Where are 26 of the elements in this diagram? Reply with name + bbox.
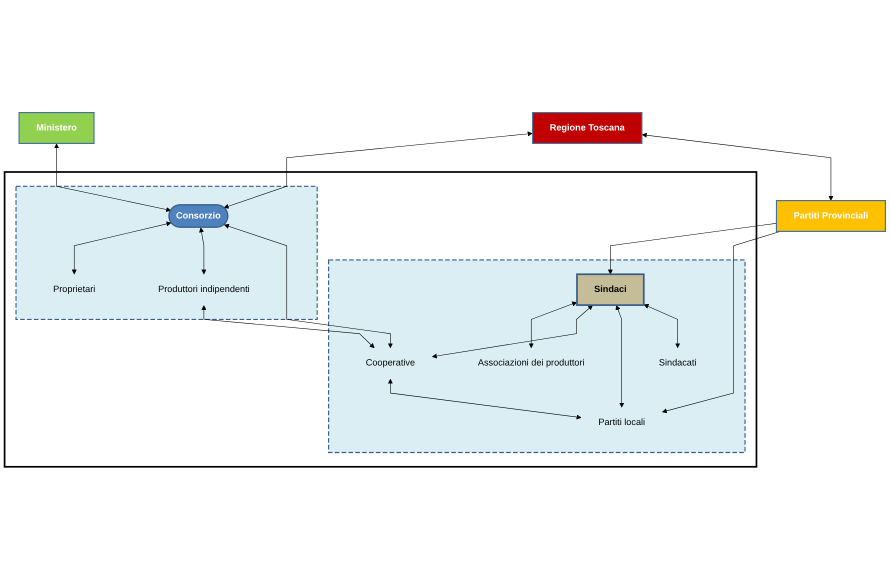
arrow — [224, 224, 393, 348]
node-box: Partiti Provinciali — [776, 200, 886, 232]
arrow — [54, 144, 172, 212]
cluster — [15, 186, 318, 320]
arrow — [608, 223, 777, 275]
arrow — [642, 133, 834, 202]
arrow — [616, 305, 624, 408]
node-text: Sindacati — [658, 358, 696, 368]
arrow — [199, 228, 206, 275]
node-text: Cooperative — [366, 358, 416, 368]
arrow — [388, 379, 582, 420]
node-box: Regione Toscana — [532, 112, 642, 144]
arrow — [224, 132, 533, 209]
cluster — [4, 171, 758, 468]
cluster — [328, 260, 746, 454]
node-text: Partiti locali — [598, 418, 646, 428]
node-text: Proprietari — [53, 284, 96, 295]
node-box: Sindaci — [576, 274, 645, 306]
node-text: Associazioni dei produttori — [478, 358, 585, 368]
arrow — [644, 304, 680, 348]
node-text: Produttori indipendenti — [158, 284, 250, 295]
node-box: Ministero — [18, 112, 95, 144]
arrow — [432, 305, 593, 359]
arrow — [72, 222, 172, 275]
arrow — [201, 305, 375, 348]
arrow — [528, 302, 577, 348]
